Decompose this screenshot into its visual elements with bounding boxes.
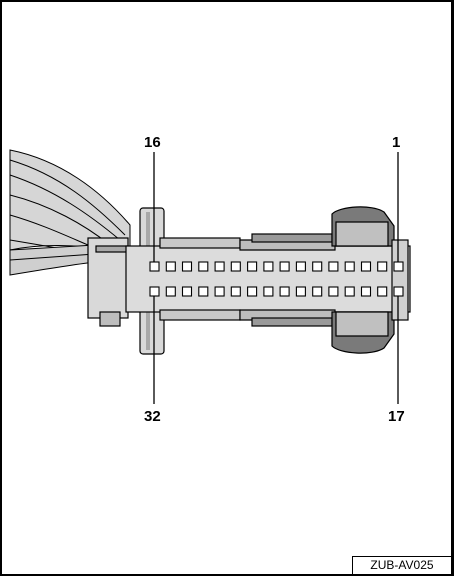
pin-cavity-14: [181, 261, 193, 272]
pin-cavity-8: [279, 261, 290, 272]
pin-cavity-5: [328, 261, 339, 272]
leader-lines: [153, 152, 399, 404]
pin-cavity-24: [279, 286, 290, 297]
connector-housing: [125, 233, 411, 327]
pin-cavity-3: [360, 261, 372, 272]
pin-cavity-10: [247, 261, 258, 272]
pin-cavity-21: [328, 286, 339, 297]
pin-cavity-27: [230, 286, 241, 297]
pin-cavity-26: [247, 286, 258, 297]
pin-cavity-28: [214, 286, 225, 297]
pin-cavity-17: [393, 286, 404, 297]
pin-cavity-7: [295, 261, 306, 272]
pin-label-1: 1: [392, 134, 401, 151]
pin-cavity-30: [181, 286, 193, 297]
pin-label-17: 17: [388, 408, 405, 425]
pin-cavity-25: [263, 286, 274, 297]
pin-cavity-19: [360, 286, 372, 297]
pin-cavity-20: [344, 286, 355, 297]
pin-cavity-12: [214, 261, 225, 272]
wire-bundle: [9, 149, 131, 276]
pin-cavity-2: [377, 261, 388, 272]
pin-cavity-11: [230, 261, 241, 272]
pin-cavity-1: [393, 261, 404, 272]
pin-cavity-23: [295, 286, 306, 297]
pin-cavity-29: [198, 286, 209, 297]
pin-cavities: [149, 261, 404, 297]
pin-label-32: 32: [144, 408, 161, 425]
pin-cavity-18: [377, 286, 388, 297]
pin-cavity-32: [149, 286, 160, 297]
release-clip: [331, 206, 409, 354]
pin-cavity-15: [165, 261, 176, 272]
pin-cavity-22: [312, 286, 323, 297]
pin-cavity-4: [344, 261, 355, 272]
strain-relief: [87, 237, 129, 327]
pin-label-16: 16: [144, 134, 161, 151]
pin-cavity-31: [165, 286, 176, 297]
pin-cavity-6: [312, 261, 323, 272]
pin-cavity-16: [149, 261, 160, 272]
pin-cavity-13: [198, 261, 209, 272]
pin-cavity-9: [263, 261, 274, 272]
reference-code: ZUB-AV025: [352, 556, 451, 574]
